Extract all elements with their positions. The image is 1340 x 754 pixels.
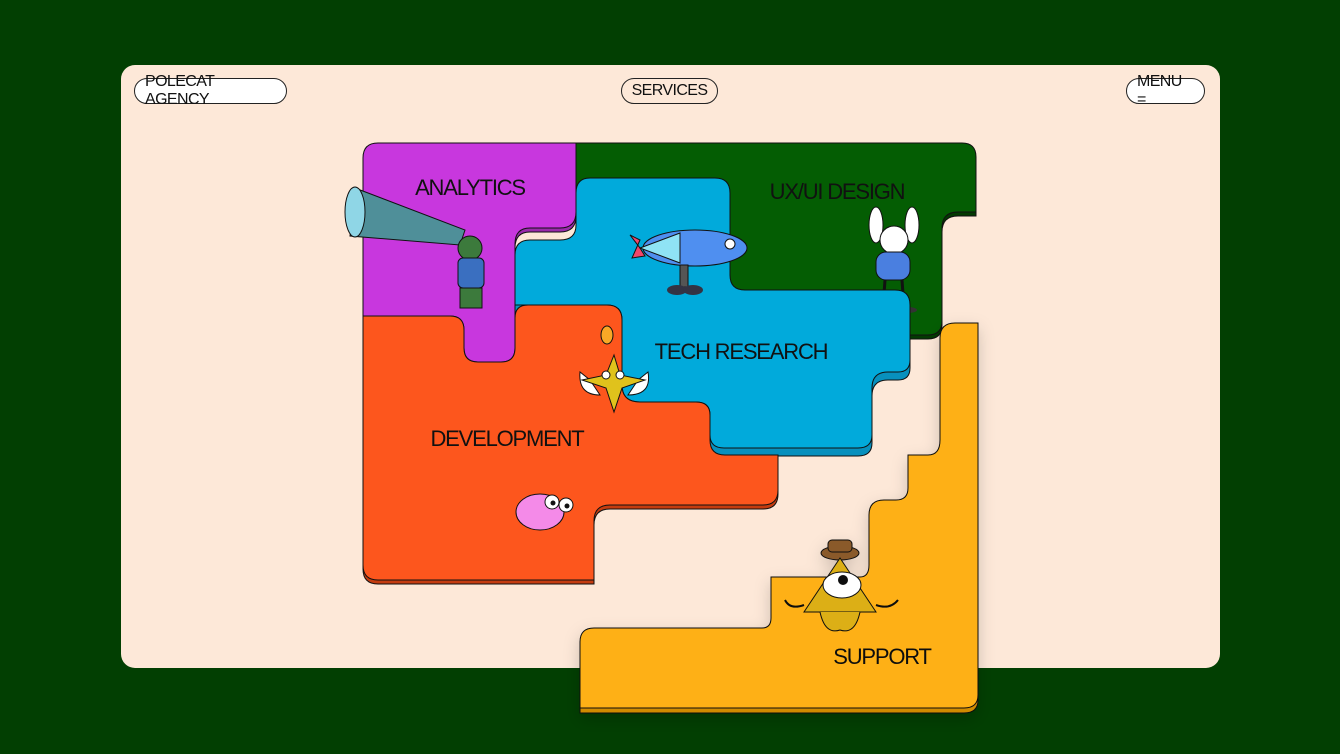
service-label: UX/UI DESIGN xyxy=(770,179,905,204)
dino-telescope-character-icon xyxy=(344,186,485,309)
service-label: ANALYTICS xyxy=(415,175,525,200)
service-label: DEVELOPMENT xyxy=(430,426,584,451)
brand-button[interactable]: POLECAT AGENCY xyxy=(134,73,287,108)
eye-pyramid-character-icon xyxy=(784,539,899,632)
fish-character-icon xyxy=(629,229,748,295)
services-button[interactable]: SERVICES xyxy=(621,78,718,104)
service-label: SUPPORT xyxy=(833,644,931,669)
service-tech-research[interactable]: TECH RESEARCH xyxy=(514,177,911,457)
winged-star-character-icon xyxy=(579,325,650,414)
service-support[interactable]: SUPPORT xyxy=(579,322,979,714)
service-label: TECH RESEARCH xyxy=(655,339,828,364)
pink-blob-character-icon xyxy=(515,493,574,531)
menu-button[interactable]: MENU = xyxy=(1126,73,1205,108)
service-development[interactable]: DEVELOPMENT xyxy=(362,304,779,585)
